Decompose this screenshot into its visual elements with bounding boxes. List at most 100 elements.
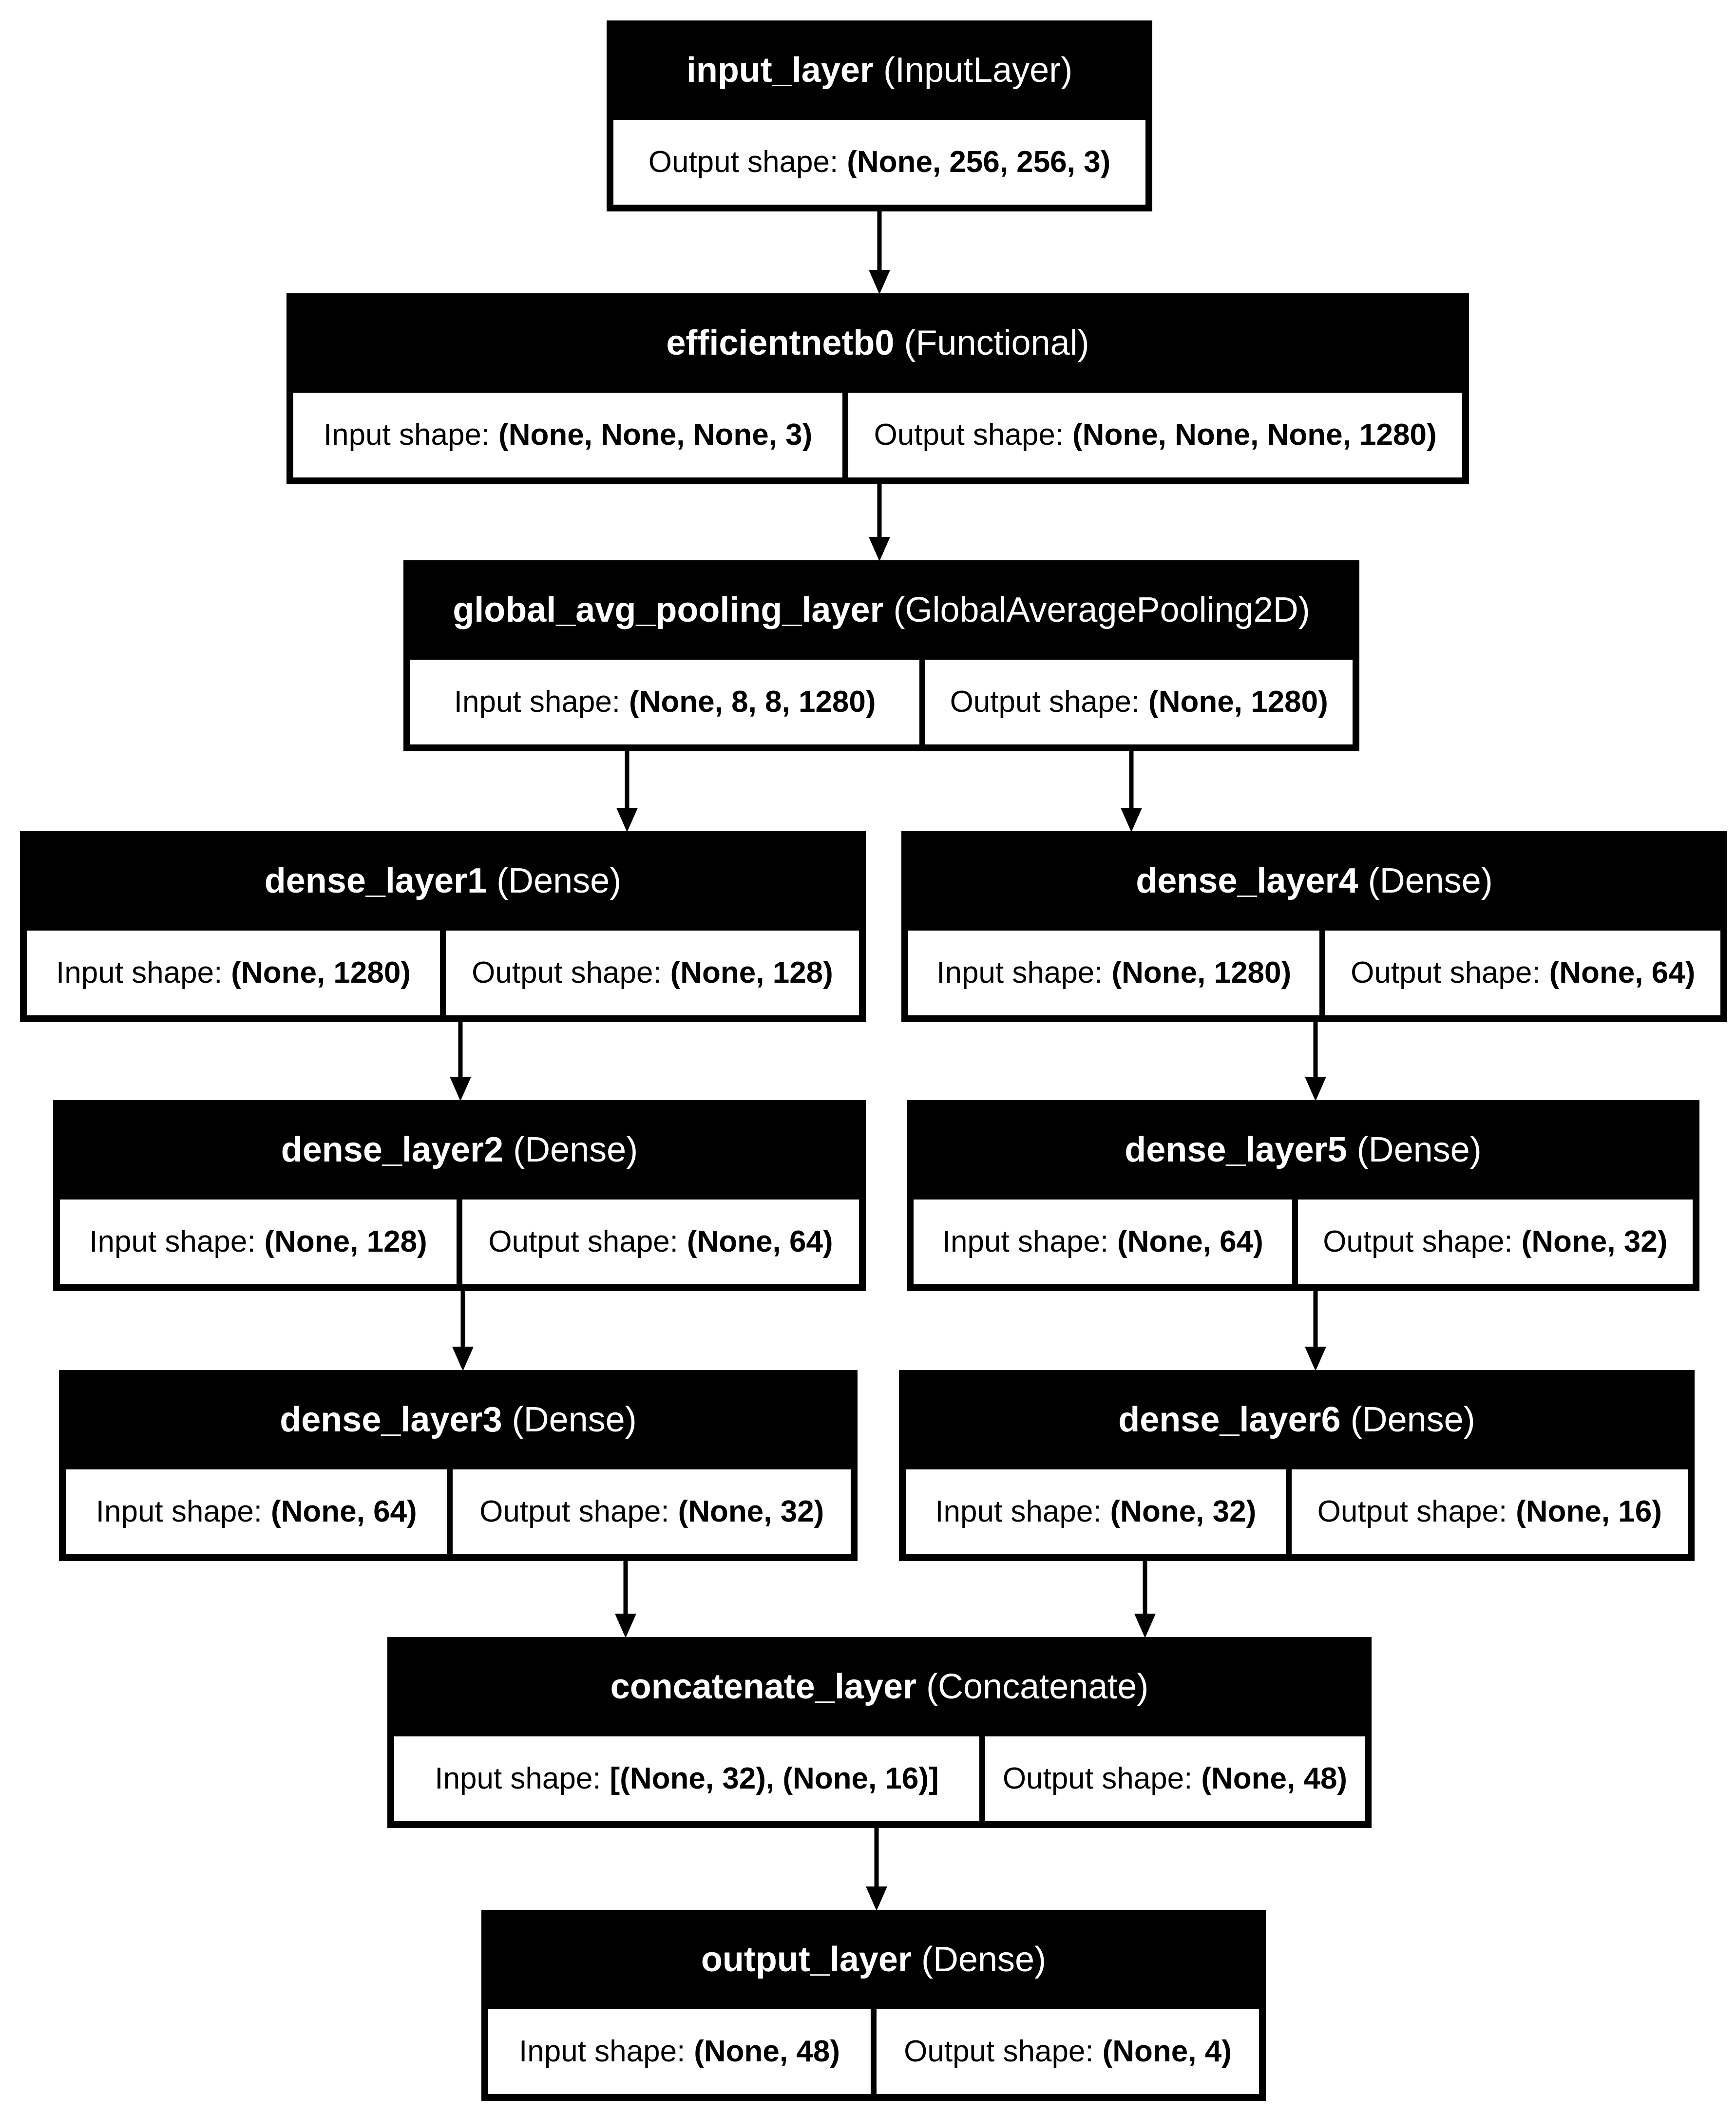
shape-value: (None, 64) xyxy=(687,1225,833,1259)
layer-type: Dense xyxy=(1347,1130,1482,1170)
arrowhead-icon xyxy=(869,537,890,561)
shape-prefix-label: Output shape: xyxy=(488,1225,678,1259)
node-dense_layer5: dense_layer5DenseInput shape:(None, 64)O… xyxy=(907,1100,1699,1291)
layer-name: efficientnetb0 xyxy=(666,323,895,362)
layer-type: Concatenate xyxy=(916,1667,1148,1707)
node-title: dense_layer5Dense xyxy=(907,1100,1699,1200)
arrowhead-icon xyxy=(866,1886,887,1911)
shape-value: (None, 128) xyxy=(670,956,833,990)
node-input_layer: input_layerInputLayerOutput shape:(None,… xyxy=(607,20,1152,211)
node-output_layer: output_layerDenseInput shape:(None, 48)O… xyxy=(481,1910,1266,2101)
shape-value: (None, 256, 256, 3) xyxy=(847,145,1111,179)
input-shape-cell: Input shape:(None, 48) xyxy=(488,2009,871,2094)
arrowhead-icon xyxy=(450,1077,471,1101)
node-title: dense_layer3Dense xyxy=(59,1370,858,1469)
shape-prefix-label: Input shape: xyxy=(936,956,1103,990)
node-shape-row: Input shape:(None, 48)Output shape:(None… xyxy=(488,2009,1259,2094)
input-shape-cell: Input shape: [(None, 32), (None, 16)] xyxy=(394,1736,979,1821)
shape-value: (None, 32) xyxy=(1110,1495,1257,1529)
shape-value: (None, 1280) xyxy=(231,956,411,990)
node-shape-row: Input shape:(None, 32) Output shape: (None… xyxy=(906,1469,1688,1554)
node-title: dense_layer1Dense xyxy=(20,831,866,931)
shape-value: (None, None, None, 1280) xyxy=(1072,418,1437,452)
shape-prefix-label: Output shape: xyxy=(472,956,662,990)
input-shape-cell: Input shape:(None, 1280) xyxy=(27,930,440,1015)
output-shape-cell: Output shape:(None, 32) xyxy=(1297,1199,1693,1284)
shape-value: (None, None, None, 3) xyxy=(498,418,813,452)
node-efficientnetb0: efficientnetb0FunctionalInput shape:(Non… xyxy=(286,293,1469,484)
output-shape-cell: Output shape:(None, None, None, 1280) xyxy=(848,392,1462,477)
shape-prefix-label: Input shape: xyxy=(435,1762,601,1796)
node-title: efficientnetb0Functional xyxy=(286,293,1469,393)
shape-value: (None, 1280) xyxy=(1111,956,1292,990)
node-shape-row: Input shape:[(None, 32), (None, 16)]Outp… xyxy=(394,1736,1365,1821)
layer-name: dense_layer1 xyxy=(264,861,487,900)
input-shape-cell: Input shape:(None, 64) xyxy=(914,1199,1292,1284)
shape-value: (None, 32) xyxy=(1521,1225,1668,1259)
shape-prefix-label: Output shape: xyxy=(1317,1495,1507,1529)
node-dense_layer4: dense_layer4DenseInput shape:(None, 1280… xyxy=(901,831,1727,1022)
node-title: concatenate_layerConcatenate xyxy=(387,1637,1372,1736)
node-shape-row: Input shape:(None, 1280)Output shape:(No… xyxy=(27,930,859,1015)
arrowhead-icon xyxy=(452,1347,474,1371)
node-dense_layer2: dense_layer2DenseInput shape:(None, 128)… xyxy=(53,1100,866,1291)
shape-prefix-label: Output shape: xyxy=(1351,956,1541,990)
shape-prefix-label: Input shape: xyxy=(519,2035,686,2069)
arrowhead-icon xyxy=(869,270,890,294)
layer-type: Dense xyxy=(912,1940,1046,1980)
node-shape-row: Input shape:(None, 8, 8, 1280)Output sha… xyxy=(410,659,1353,744)
shape-value: (None, 32) xyxy=(678,1495,824,1529)
shape-value: (None, 64) xyxy=(1549,956,1696,990)
layer-type: Dense xyxy=(503,1130,638,1170)
output-shape-cell: Output shape: (None, 64) xyxy=(462,1199,859,1284)
shape-value: (None, 64) xyxy=(1117,1225,1263,1259)
output-shape-cell: Output shape: (None, 16) xyxy=(1291,1469,1688,1554)
layer-name: global_avg_pooling_layer xyxy=(453,590,884,629)
node-title: input_layerInputLayer xyxy=(607,20,1152,120)
shape-value: (None, 8, 8, 1280) xyxy=(629,685,876,719)
shape-value: (None, 64) xyxy=(271,1495,417,1529)
shape-prefix-label: Output shape: xyxy=(479,1495,669,1529)
output-shape-cell: Output shape:(None, 1280) xyxy=(925,659,1353,744)
layer-type: Dense xyxy=(487,861,621,901)
shape-prefix-label: Input shape: xyxy=(323,418,490,452)
input-shape-cell: Input shape:(None, 32) xyxy=(906,1469,1286,1554)
input-shape-cell: Input shape:(None, 128) xyxy=(60,1199,457,1284)
node-title: output_layerDense xyxy=(481,1910,1266,2009)
layer-name: input_layer xyxy=(686,50,874,90)
input-shape-cell: Input shape:(None, 64) xyxy=(66,1469,447,1554)
shape-prefix-label: Input shape: xyxy=(454,685,621,719)
node-shape-row: Input shape:(None, 1280) Output shape:(No… xyxy=(908,930,1720,1015)
input-shape-cell: Input shape:(None, None, None, 3) xyxy=(293,392,843,477)
layer-type: Dense xyxy=(1341,1400,1475,1440)
shape-prefix-label: Output shape: xyxy=(1323,1225,1513,1259)
layer-name: dense_layer6 xyxy=(1118,1400,1341,1439)
shape-prefix-label: Input shape: xyxy=(56,956,223,990)
node-title: global_avg_pooling_layerGlobalAveragePoo… xyxy=(403,560,1359,660)
layer-name: dense_layer4 xyxy=(1136,861,1358,900)
shape-prefix-label: Output shape: xyxy=(904,2035,1094,2069)
layer-type: GlobalAveragePooling2D xyxy=(884,590,1310,630)
node-concatenate_layer: concatenate_layerConcatenateInput shape:… xyxy=(387,1637,1372,1828)
layer-type: Functional xyxy=(894,323,1089,363)
layer-name: dense_layer5 xyxy=(1125,1130,1347,1169)
shape-prefix-label: Input shape: xyxy=(942,1225,1109,1259)
shape-prefix-label: Input shape: xyxy=(89,1225,256,1259)
output-shape-cell: Output shape:(None, 128) xyxy=(446,930,859,1015)
arrowhead-icon xyxy=(616,808,638,832)
shape-value: (None, 16) xyxy=(1516,1495,1662,1529)
shape-prefix-label: Input shape: xyxy=(935,1495,1102,1529)
node-shape-row: Output shape:(None, 256, 256, 3) xyxy=(613,119,1145,205)
layer-name: dense_layer2 xyxy=(281,1130,504,1169)
node-shape-row: Input shape:(None, None, None, 3)Output … xyxy=(293,392,1462,477)
layer-name: output_layer xyxy=(701,1940,912,1979)
shape-value: [(None, 32), (None, 16)] xyxy=(610,1762,939,1796)
input-shape-cell: Input shape:(None, 8, 8, 1280) xyxy=(410,659,920,744)
arrowhead-icon xyxy=(1305,1347,1326,1371)
layer-type: Dense xyxy=(502,1400,637,1440)
node-title: dense_layer2Dense xyxy=(53,1100,866,1200)
layer-name: dense_layer3 xyxy=(280,1400,502,1439)
node-shape-row: Input shape:(None, 64) Output shape: (None… xyxy=(66,1469,851,1554)
shape-prefix-label: Input shape: xyxy=(95,1495,263,1529)
